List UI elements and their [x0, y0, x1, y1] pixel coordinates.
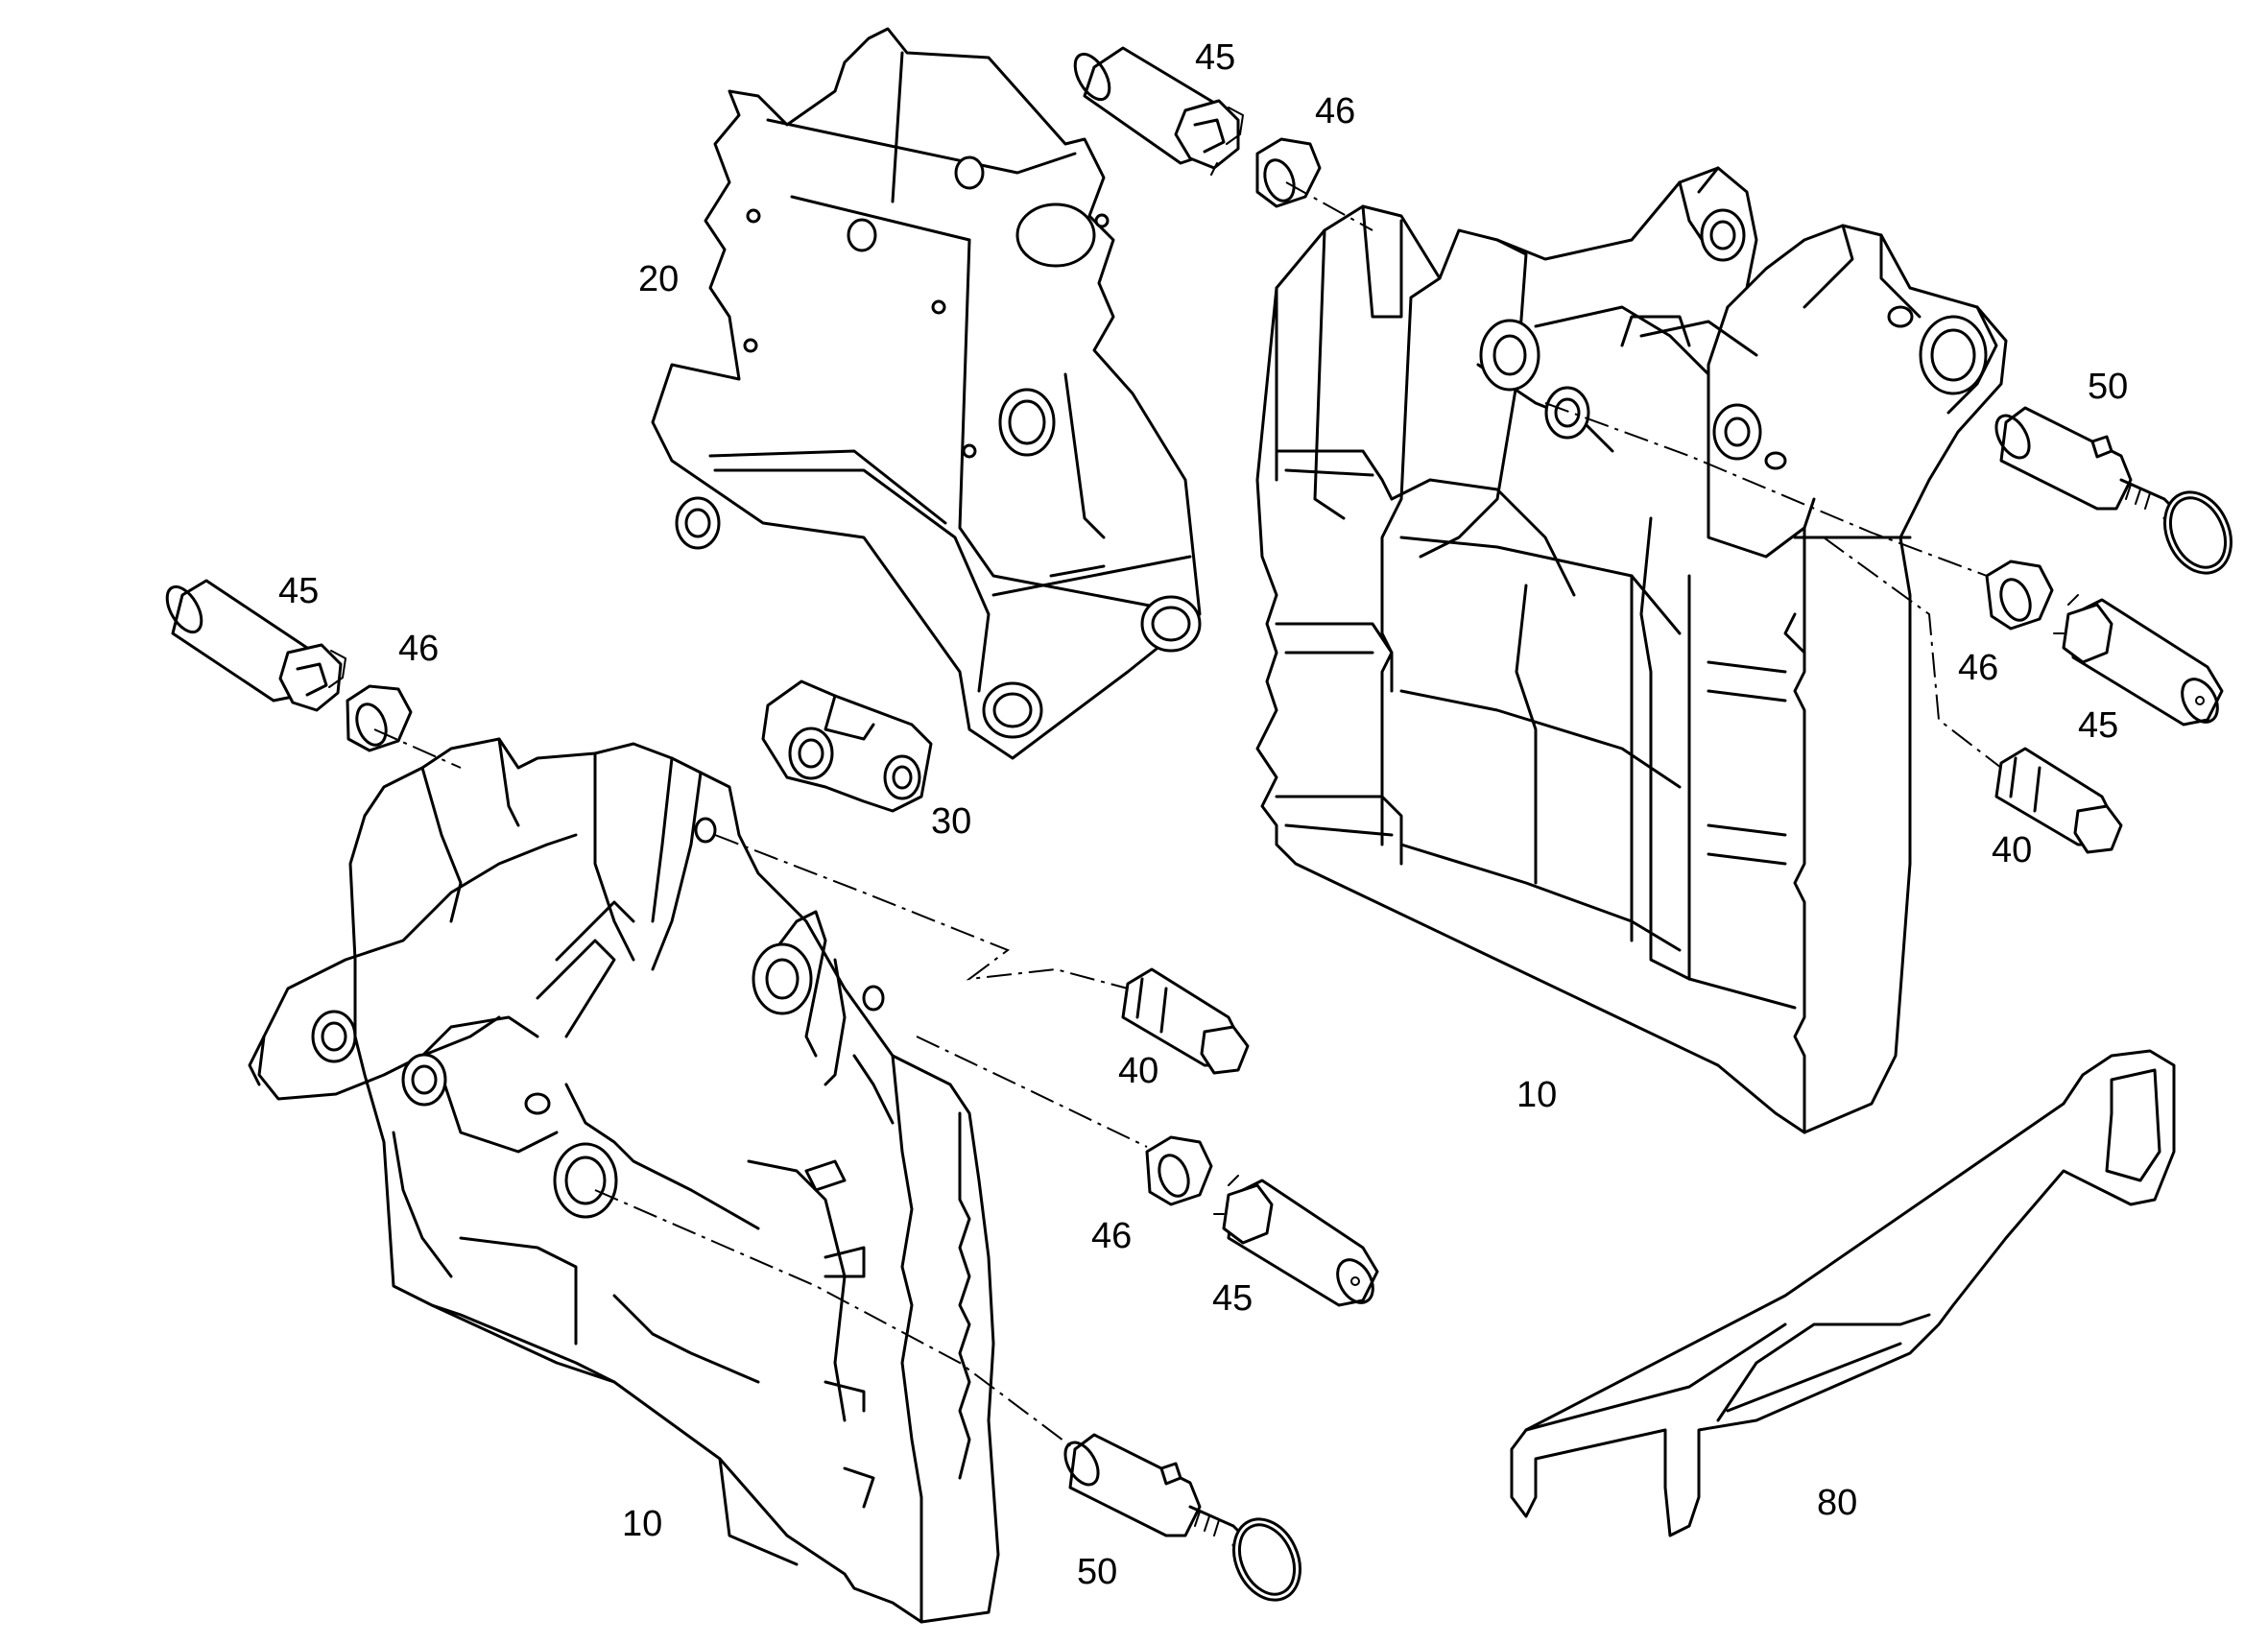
callout-46-bottom: 46 [1091, 1216, 1132, 1256]
pin-45-right [2053, 594, 2224, 727]
pin-45-left [165, 579, 346, 712]
part-80-lever [1510, 1049, 2176, 1537]
part-20-bracket [651, 27, 1202, 760]
callout-40-right: 40 [1992, 830, 2032, 870]
callout-46-left: 46 [398, 629, 439, 669]
washer-46-bottom [1145, 1135, 1213, 1206]
callout-labels: 45 46 20 50 45 46 46 45 30 40 40 10 46 4… [278, 37, 2128, 1592]
callout-45-left: 45 [278, 571, 319, 611]
washer-46-top [1255, 137, 1322, 208]
callout-46-right: 46 [1958, 648, 1998, 688]
callout-80: 80 [1817, 1483, 1857, 1523]
part-10-frame-right [1255, 166, 2008, 1134]
callout-40-left: 40 [1118, 1051, 1158, 1091]
bolt-40-right [1994, 747, 2123, 854]
callout-45-bottom: 45 [1212, 1278, 1253, 1319]
part-30-link [761, 679, 933, 813]
callout-45-top: 45 [1195, 37, 1235, 78]
pin-50-right [1994, 406, 2232, 575]
callout-10-left: 10 [622, 1504, 662, 1544]
callout-20: 20 [638, 259, 679, 299]
part-10-frame-left [248, 737, 1000, 1624]
callout-50-right: 50 [2088, 367, 2128, 407]
bolt-40-left [1121, 967, 1250, 1075]
callout-50-bottom: 50 [1077, 1552, 1117, 1592]
callout-30: 30 [931, 801, 971, 842]
pin-45-top [1073, 46, 1244, 176]
leader-lines [373, 181, 2002, 1450]
washer-46-right [1985, 560, 2054, 631]
callout-45-right: 45 [2078, 705, 2118, 746]
washer-46-left [346, 684, 413, 752]
pin-45-bottom [1213, 1175, 1379, 1307]
callout-10-right: 10 [1516, 1075, 1557, 1115]
pin-50-bottom [1063, 1433, 1301, 1602]
callout-46-top: 46 [1315, 91, 1355, 131]
